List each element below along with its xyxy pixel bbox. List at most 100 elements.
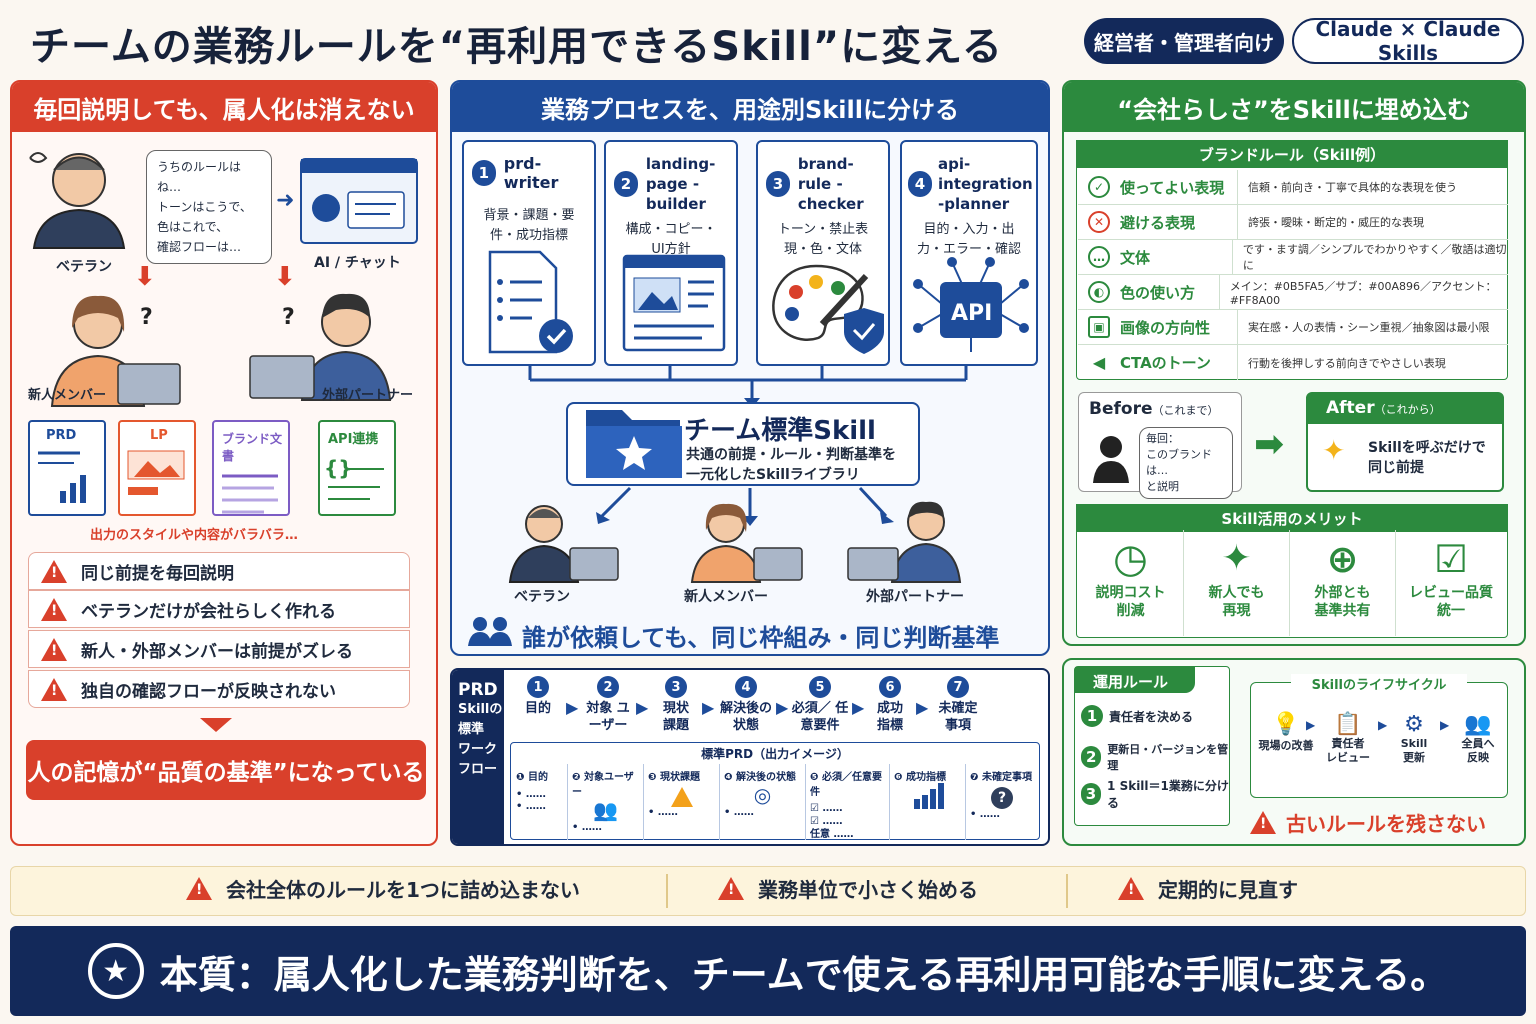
doc-prd: PRD [28, 420, 106, 516]
doc-api: API連携 {} [318, 420, 396, 516]
step-label: 未確定 事項 [938, 701, 978, 733]
step-number: 7 [947, 676, 969, 698]
operation-rules-title: 運用ルール [1075, 667, 1195, 693]
doc-prd-label: PRD [46, 428, 77, 443]
prd-step-7: 7 未確定 事項 [928, 676, 988, 734]
prd-cell-target-state: ❹ 解決後の状態◎• …… [720, 764, 806, 840]
before-bubble-line: 毎回： [1146, 432, 1179, 445]
before-bubble-line: と説明 [1146, 480, 1179, 493]
step-label: 成功 指標 [876, 701, 903, 733]
svg-text:?: ? [140, 305, 153, 330]
lifecycle-title: Skillのライフサイクル [1291, 674, 1467, 693]
person-icon [1093, 436, 1129, 483]
step-number: 2 [597, 676, 619, 698]
code-braces-icon: {} [324, 456, 384, 500]
after-line: Skillを呼ぶだけで [1368, 440, 1486, 456]
tip-item: !業務単位で小さく始める [706, 874, 978, 903]
new-member-person-icon: ? [50, 295, 181, 407]
team-standard-skill-box: チーム標準Skill 共通の前提・ルール・判断基準を 一元化したSkillライブ… [566, 402, 920, 486]
warning-text: ベテランだけが会社らしく作れる [81, 601, 336, 622]
brand-heading: “会社らしさ”をSkillに埋め込む [1064, 82, 1524, 132]
ai-chat-window-icon [300, 158, 418, 244]
doc-lp: LP [118, 420, 196, 516]
standard-prd-title: 標準PRD（出力イメージ） [701, 746, 849, 761]
veteran-label: ベテラン [56, 259, 112, 275]
prd-cell-label: ❹ 解決後の状態 [724, 772, 796, 783]
step-label: 対象 ユーザー [586, 701, 630, 733]
star-icon: ★ [87, 943, 144, 999]
warning-row: !新人・外部メンバーは前提がズレる [28, 630, 410, 668]
lifecycle-step: 📋責任者レビュー [1318, 712, 1378, 765]
step-arrow-icon: ▶ [916, 698, 929, 717]
center-new-member-label: 新人メンバー [684, 589, 768, 605]
step-label: 必須／ 任意要件 [791, 701, 849, 733]
brand-row: …文体です・ます調／シンプルでわかりやすく／敬語は適切に [1078, 240, 1508, 275]
clipboard-check-icon: ☑ [1433, 537, 1469, 581]
new-member-label: 新人メンバー [28, 388, 107, 403]
webpage-layout-icon [622, 254, 726, 352]
prd-step-5: 5 必須／ 任意要件 [788, 676, 852, 734]
cross-icon: ✕ [1088, 211, 1110, 233]
question-icon: ? [991, 787, 1013, 809]
before-title: Before（これまで） [1089, 399, 1219, 419]
doc-brand: ブランド文書 [212, 420, 290, 516]
brand-row-value: です・ます調／シンプルでわかりやすく／敬語は適切に [1242, 243, 1507, 272]
ops-warning: ! 古いルールを残さない [1250, 808, 1486, 837]
center-veteran-label: ベテラン [514, 589, 570, 605]
brand-row: ✓使ってよい表現信頼・前向き・丁寧で具体的な表現を使う [1078, 170, 1508, 205]
checklist-document-icon [488, 250, 573, 354]
step-arrow-icon: ▶ [776, 698, 789, 717]
product-badge: Claude × Claude Skills [1292, 17, 1524, 65]
warning-icon: ! [1118, 877, 1144, 900]
arrow-right-icon: ▶ [1440, 718, 1450, 732]
bubble-line: 色はこれで、 [157, 220, 229, 234]
prd-cell-label: ❺ 必須／任意要件 [810, 772, 882, 798]
prd-side-line: フロー [458, 762, 498, 777]
tip-text: 会社全体のルールを1つに詰め込まない [226, 878, 580, 902]
veteran-person-icon [29, 152, 126, 249]
globe-people-icon: ⊕ [1326, 537, 1359, 581]
step-number: 6 [879, 676, 901, 698]
standard-prd-output [510, 742, 1040, 840]
before-bubble: 毎回：このブランドは…と説明 [1139, 427, 1233, 499]
divider [666, 874, 668, 908]
step-number: 5 [809, 676, 831, 698]
target-icon: ◎ [753, 783, 772, 807]
step-label: 解決後の 状態 [719, 701, 772, 733]
api-network-icon: API [913, 257, 1029, 352]
solution-heading: 業務プロセスを、用途別Skillに分ける [452, 82, 1048, 132]
arrow-down-icon: ⬇ [274, 262, 296, 292]
bar-chart-icon [38, 451, 86, 503]
brand-row-value: 信頼・前向き・丁寧で具体的な表現を使う [1248, 181, 1457, 194]
after-title: After（これから） [1308, 394, 1502, 424]
prd-cell-label: ❼ 未確定事項 [970, 772, 1032, 783]
brand-row-key: 画像の方向性 [1120, 318, 1211, 337]
warning-icon: ! [1250, 811, 1276, 834]
ops-warning-text: 古いルールを残さない [1286, 812, 1486, 836]
prd-cell-label: ❷ 対象ユーザー [572, 772, 634, 798]
sparkle-icon: ✦ [1322, 434, 1346, 467]
lifecycle-step: 💡現場の改善 [1256, 712, 1316, 753]
gear-icon: ⚙ [1404, 712, 1424, 737]
prd-side-label: PRD Skillの 標準 ワーク フロー [452, 670, 504, 844]
warning-row: !同じ前提を毎回説明 [28, 552, 410, 590]
external-partner-label: 外部パートナー [322, 388, 414, 403]
veteran-speech-bubble: うちのルールはね… トーンはこうで、 色はこれで、 確認フローは… [146, 150, 272, 264]
skill-desc: トーン・禁止表現・色・文体 [777, 222, 869, 257]
optional-label: 任意 [810, 829, 830, 840]
users-icon: 👥 [593, 798, 618, 822]
warning-text: 独自の確認フローが反映されない [81, 681, 336, 702]
team-people-icon [468, 617, 512, 646]
brand-row: ◀CTAのトーン行動を後押しする前向きでやさしい表現 [1078, 345, 1508, 380]
brand-row: ✕避ける表現誇張・曖昧・断定的・威圧的な表現 [1078, 205, 1508, 240]
brand-rule-table [1076, 140, 1508, 380]
prd-cell-open-items: ❼ 未確定事項?• …… [966, 764, 1038, 840]
divider [1066, 874, 1068, 908]
